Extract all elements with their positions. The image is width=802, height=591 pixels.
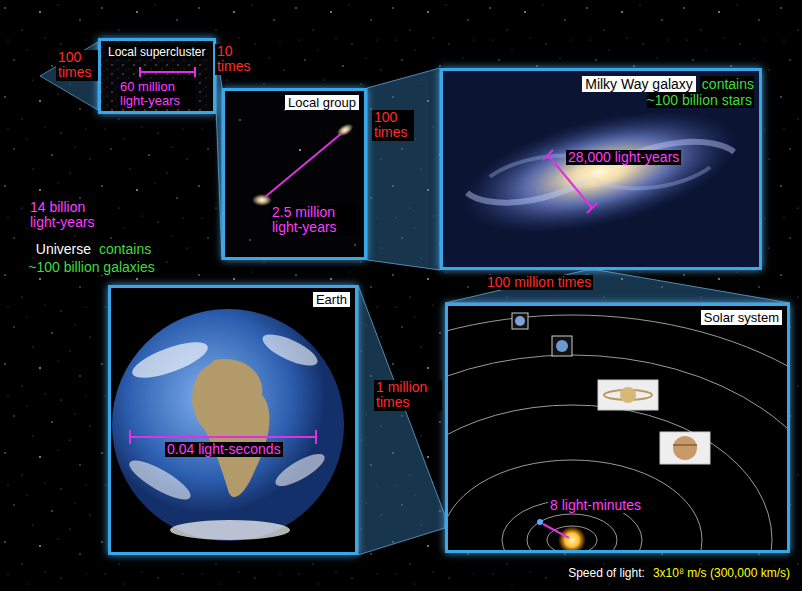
orbit — [448, 460, 702, 550]
distance-label: 0.04 light-seconds — [165, 442, 283, 457]
distance-label: 8 light-minutes — [548, 498, 643, 513]
scale-box: Milky Way galaxycontains ~100 billion st… — [440, 68, 762, 270]
scale-factor: 100 times — [56, 50, 98, 81]
milky-way-ground — [440, 68, 762, 270]
note-label: Universe — [34, 241, 93, 257]
zoom-cone — [358, 285, 445, 555]
label-group: Speed of light: 3x10⁸ m/s (300,000 km/s) — [566, 563, 792, 581]
galaxy-disk — [452, 88, 749, 257]
orbit — [448, 315, 787, 550]
zoom-cone — [367, 68, 440, 270]
saturn — [620, 387, 636, 403]
planet-inset — [552, 336, 572, 356]
supercluster-galaxies — [101, 41, 209, 111]
box-heading: Local supercluster — [106, 46, 207, 60]
scale-factor: 100 million times — [485, 275, 593, 290]
milky-way-spot — [252, 194, 272, 206]
earth-dot — [537, 519, 543, 525]
orbit — [448, 405, 772, 550]
solar-system-ground — [445, 303, 790, 553]
note-label: 3x10⁸ m/s (300,000 km/s) — [651, 566, 792, 580]
orbit — [448, 355, 787, 550]
note-label: Speed of light: — [566, 566, 647, 580]
local-group-ground — [222, 88, 367, 260]
dimension-line — [265, 133, 342, 197]
box-heading: Earth — [313, 293, 350, 308]
dimension-tick — [315, 430, 317, 444]
scale-factor: 100 times — [372, 110, 414, 141]
scale-box: Solar system — [445, 303, 790, 553]
distance-label: 14 billion light-years — [28, 200, 112, 231]
planet-inset — [512, 313, 528, 329]
box-title: Earth — [313, 292, 350, 307]
dimension-line — [130, 436, 316, 438]
orbits — [448, 315, 787, 550]
scale-factor: 10 times — [215, 44, 255, 75]
box-title: Solar system — [701, 310, 782, 325]
box-heading: Solar system — [701, 311, 782, 326]
milky-way-galaxy — [452, 88, 749, 257]
box-title: Milky Way galaxy — [582, 76, 696, 92]
universe-zoom-cone — [40, 42, 98, 110]
box-heading: Milky Way galaxycontains ~100 billion st… — [554, 76, 754, 108]
earth-ground — [108, 285, 358, 555]
box-title: Local group — [285, 95, 359, 110]
box-title: Local supercluster — [106, 45, 207, 59]
dimension-tick — [543, 150, 553, 160]
label-group: Universecontains ~100 billion galaxies — [25, 240, 160, 277]
orbit — [527, 514, 617, 550]
dimension-tick — [139, 67, 141, 77]
supercluster-ground — [98, 38, 212, 114]
cloud — [259, 328, 322, 371]
dimension-tick — [129, 430, 131, 444]
antarctic-ice — [170, 520, 290, 540]
sun — [558, 526, 586, 550]
distance-label: 28,000 light-years — [566, 150, 681, 165]
planet — [556, 340, 568, 352]
scale-box: Earth — [108, 285, 358, 555]
dimension-tick — [194, 67, 196, 77]
planet-inset — [598, 380, 658, 410]
galaxy-dot — [249, 239, 251, 241]
box-heading: Local group — [285, 96, 359, 111]
planet — [515, 316, 525, 326]
distance-label: 60 million light-years — [118, 80, 196, 109]
jupiter-band — [673, 444, 697, 446]
dimension-tick — [587, 203, 597, 213]
scale-factor: 1 million times — [374, 380, 442, 411]
jupiter — [673, 436, 697, 460]
earth-globe — [112, 309, 344, 541]
zoom-cone — [445, 270, 790, 303]
planet-inset — [660, 432, 710, 464]
dimension-line — [140, 71, 195, 73]
dimension-line — [543, 524, 569, 538]
galaxy-dot — [239, 119, 241, 121]
continent — [192, 359, 269, 497]
galaxy-dot — [299, 149, 301, 151]
cloud — [128, 335, 211, 385]
galaxy-dot — [354, 244, 356, 246]
distance-label: 2.5 million light-years — [270, 205, 356, 236]
cloud — [125, 454, 196, 506]
